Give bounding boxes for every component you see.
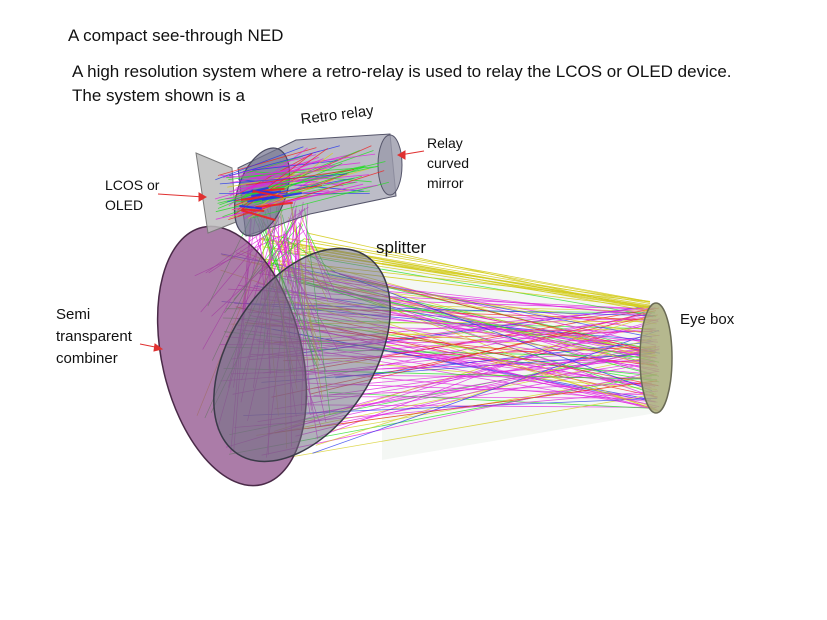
ray-relay xyxy=(215,146,304,181)
ray-to-eye xyxy=(285,393,657,459)
label-combiner-line-3: combiner xyxy=(56,350,118,367)
ray-relay xyxy=(229,164,331,184)
page-title: A compact see-through NED xyxy=(68,26,284,45)
ray-relay xyxy=(228,147,308,207)
ray-fold xyxy=(262,209,304,272)
ray-relay xyxy=(222,167,364,218)
ray-relay xyxy=(217,166,365,204)
ray-relay xyxy=(226,177,355,203)
label-splitter: splitter xyxy=(376,238,427,257)
ray-relay-bright xyxy=(252,189,284,198)
ray-relay xyxy=(254,152,334,211)
description-line-2: The system shown is a xyxy=(72,86,245,105)
arrowhead-lcos xyxy=(198,192,208,202)
description-line-1: A high resolution system where a retro-r… xyxy=(72,62,732,81)
ray-relay xyxy=(252,181,390,219)
ray-relay xyxy=(252,160,338,171)
ray-relay xyxy=(235,147,328,215)
ray-to-eye xyxy=(328,349,659,396)
ray-relay xyxy=(219,173,348,185)
ray-to-eye xyxy=(312,329,660,454)
label-combiner-line-2: transparent xyxy=(56,328,132,345)
ray-relay xyxy=(228,170,385,220)
ray-to-eye-yellow xyxy=(303,238,651,303)
ray-relay xyxy=(248,174,370,186)
label-combiner-line-1: Semi xyxy=(56,306,91,323)
ray-relay xyxy=(247,181,358,188)
ray-to-eye xyxy=(292,348,660,427)
arrowhead-relay-mirror xyxy=(396,150,406,160)
beam-splitter xyxy=(213,247,391,463)
ray-relay xyxy=(244,177,318,220)
ray-to-eye xyxy=(315,337,653,446)
ray-relay-bright xyxy=(241,208,265,212)
ray-to-eye-yellow xyxy=(308,232,651,311)
ray-to-eye-yellow xyxy=(266,234,651,303)
ray-relay-bright xyxy=(247,194,280,203)
ray-relay xyxy=(229,158,324,196)
arrowhead-combiner xyxy=(153,343,164,352)
ray-to-eye xyxy=(331,373,658,432)
label-lcos-line-1: LCOS or xyxy=(105,177,160,193)
label-lcos-oled: LCOS or OLED xyxy=(105,175,159,215)
ray-relay-bright xyxy=(239,204,262,210)
label-relay-line-1: Relay xyxy=(427,135,463,151)
ray-relay-bright xyxy=(240,209,276,221)
ray-bundle-relay xyxy=(214,145,390,221)
ray-to-eye xyxy=(328,392,655,409)
ray-to-eye xyxy=(335,341,654,379)
ray-relay xyxy=(217,147,317,176)
ray-relay xyxy=(228,145,340,177)
ray-relay xyxy=(234,175,333,190)
ray-relay xyxy=(246,155,303,174)
ray-relay-bright xyxy=(255,201,293,209)
ray-relay xyxy=(254,162,343,203)
label-lcos-line-2: OLED xyxy=(105,197,144,213)
label-combiner: Semi transparent combiner xyxy=(56,304,132,370)
label-relay-curved-mirror: Relay curved mirror xyxy=(427,133,469,193)
label-relay-line-2: curved xyxy=(427,155,470,171)
ray-relay xyxy=(249,153,376,171)
relay-curved-mirror-shape xyxy=(377,134,403,196)
arrow-lcos xyxy=(157,193,205,198)
ray-to-eye xyxy=(310,352,656,415)
eye-box-aperture xyxy=(639,302,673,414)
ray-relay xyxy=(245,169,354,186)
label-eye-box: Eye box xyxy=(680,311,735,328)
label-relay-line-3: mirror xyxy=(427,175,464,191)
